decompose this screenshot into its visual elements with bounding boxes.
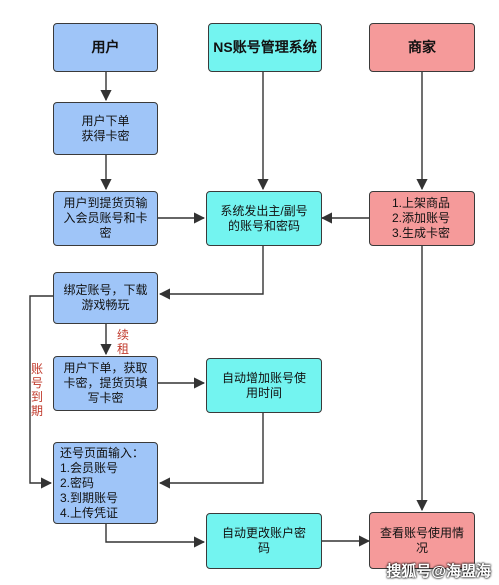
view-usage-node: 查看账号使用情 况 xyxy=(369,512,475,569)
renew-label: 续 租 xyxy=(116,328,129,356)
renew-order-node: 用户下单，获取 卡密，提货页填 写卡密 xyxy=(53,356,158,411)
auto-change-password-node: 自动更改账户密 码 xyxy=(206,513,322,569)
arrow-addtime-to-return xyxy=(158,413,264,489)
order-get-card-node: 用户下单 获得卡密 xyxy=(53,102,158,155)
auto-add-time-node: 自动增加账号使 用时间 xyxy=(206,358,322,413)
user-header: 用户 xyxy=(53,23,158,72)
account-expire-label: 账 号 到 期 xyxy=(30,362,43,418)
bind-account-node: 绑定账号，下载 游戏畅玩 xyxy=(53,272,158,324)
enter-pickup-node: 用户到提货页输 入会员账号和卡 密 xyxy=(53,191,158,246)
arrow-return-to-changepwd xyxy=(105,524,206,548)
return-page-node: 还号页面输入： 1.会员账号 2.密码 3.到期账号 4.上传凭证 xyxy=(53,442,158,524)
merchant-header: 商家 xyxy=(369,23,475,72)
watermark: 搜狐号@海盟海 xyxy=(386,563,491,580)
system-header: NS账号管理系统 xyxy=(208,23,322,72)
arrow-bind-to-return xyxy=(29,295,53,489)
merchant-steps-node: 1.上架商品 2.添加账号 3.生成卡密 xyxy=(369,191,475,246)
system-issue-node: 系统发出主/副号 的账号和密码 xyxy=(206,191,322,246)
arrow-system-to-bind xyxy=(158,246,264,300)
